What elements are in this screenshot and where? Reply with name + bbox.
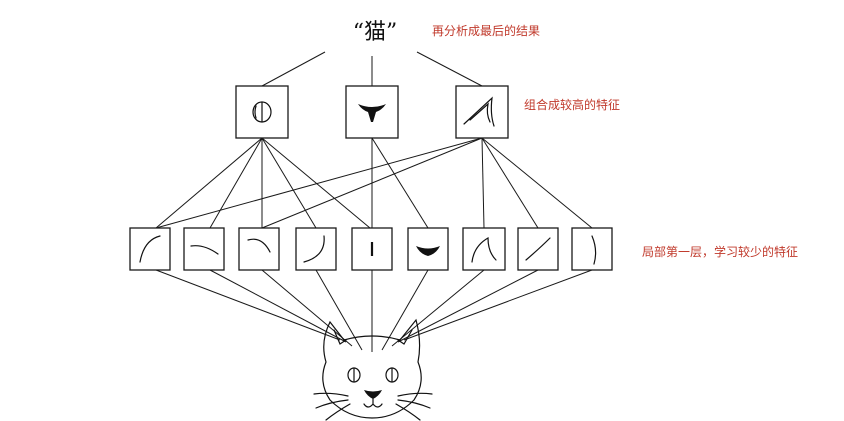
eye-to-low5-line [261, 137, 371, 229]
j-curve-icon [295, 227, 337, 271]
wave-stroke-icon [183, 227, 225, 271]
cat-right-inner-ear [397, 329, 413, 345]
cat-whiskers [313, 392, 433, 421]
eye-to-low2-line [209, 137, 263, 229]
low8-to-cat-line [397, 269, 539, 343]
top-result-label: “猫” [352, 20, 398, 45]
low1-to-cat-line [155, 269, 341, 341]
low-to-cat-connections [155, 269, 593, 352]
low7-to-cat-line [391, 269, 485, 347]
mid-layer-annotation: 组合成较高的特征 [524, 98, 621, 112]
mid-layer [235, 85, 509, 139]
parenthesis-curve-icon [571, 227, 613, 271]
ear-tip-icon [462, 227, 506, 271]
low-layer [129, 227, 613, 271]
cat-right-eye [385, 367, 399, 383]
ear-to-low1-line [155, 137, 483, 229]
low2-to-cat-line [209, 269, 347, 343]
low-layer-annotation: 局部第一层，学习较少的特征 [642, 245, 799, 259]
cat-left-inner-ear [333, 329, 347, 345]
cat-face-illustration [313, 318, 433, 421]
top-to-eye-line [261, 51, 326, 87]
ear-feature-icon [455, 85, 509, 139]
nose-feature-icon [345, 85, 399, 139]
nose-to-low6-line [371, 137, 429, 229]
low6-to-cat-line [381, 269, 429, 351]
cat-mouth [363, 398, 383, 408]
hook-curve-icon [238, 227, 280, 271]
low3-to-cat-line [261, 269, 353, 347]
eye-to-low1-line [155, 137, 263, 229]
curve-arc-icon [129, 227, 171, 271]
diagonal-stroke-icon [517, 227, 559, 271]
eye-to-low4-line [261, 137, 317, 229]
ear-to-low7-line [481, 137, 485, 229]
cat-left-eye [347, 367, 361, 383]
cat-head-outline [322, 318, 422, 419]
top-to-ear-line [416, 51, 483, 87]
top-connections [261, 51, 483, 87]
low4-to-cat-line [315, 269, 363, 351]
low9-to-cat-line [403, 269, 593, 341]
top-layer-annotation: 再分析成最后的结果 [432, 24, 541, 38]
ear-to-low9-line [481, 137, 593, 229]
vertical-bar-icon [351, 227, 393, 271]
nose-blob-icon [407, 227, 449, 271]
mid-to-low-connections [155, 137, 593, 229]
cat-nose [364, 390, 382, 399]
ear-to-low8-line [481, 137, 539, 229]
ear-to-low3-line [261, 137, 483, 229]
eye-feature-icon [235, 85, 289, 139]
